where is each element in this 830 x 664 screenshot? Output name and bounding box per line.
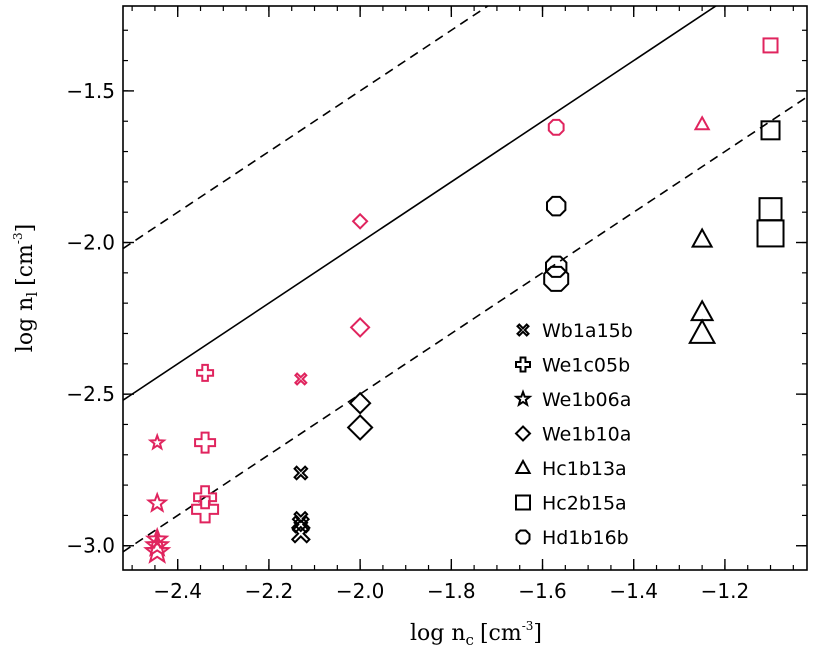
y-axis-title-subscript: l bbox=[23, 292, 41, 297]
x-axis-title-unit-exponent: -3 bbox=[522, 619, 534, 633]
legend-marker-cross bbox=[516, 323, 530, 337]
circle-point-Hd1b16b-1 bbox=[546, 195, 567, 217]
legend-marker-triangle bbox=[514, 458, 532, 475]
legend-label-We1c05b: We1c05b bbox=[542, 355, 630, 377]
legend-label-Wb1a15b: Wb1a15b bbox=[542, 320, 633, 342]
data-points bbox=[143, 37, 785, 564]
y-tick-label: −2.5 bbox=[66, 382, 115, 406]
x-axis-title-unit-close: ] bbox=[533, 621, 542, 646]
series-We1c05b bbox=[191, 363, 220, 524]
star-point-We1b06a-1 bbox=[145, 491, 169, 513]
cross-point-Wb1a15b-1 bbox=[293, 465, 309, 481]
plus-point-We1c05b-1 bbox=[194, 431, 217, 454]
star-point-We1b06a-2 bbox=[144, 526, 170, 551]
legend-marker-diamond bbox=[514, 425, 532, 442]
x-tick-label: −2.0 bbox=[336, 579, 385, 603]
y-axis-title-unit-exponent: -3 bbox=[11, 232, 25, 244]
circle-point-Hd1b16b-2 bbox=[545, 255, 568, 278]
series-Hc1b13a bbox=[688, 115, 717, 344]
solid-reference-line-0 bbox=[123, 6, 718, 401]
diamond-point-We1b10a-0 bbox=[351, 212, 369, 230]
x-axis-title-subscript: c bbox=[466, 631, 474, 649]
plus-point-We1c05b-0 bbox=[196, 363, 215, 382]
x-axis-title-label: log n bbox=[410, 621, 466, 646]
plus-point-We1c05b-2 bbox=[193, 485, 218, 510]
cross-point-Wb1a15b-2 bbox=[293, 510, 309, 527]
legend-marker-square bbox=[515, 494, 531, 511]
dashed-reference-line-2 bbox=[123, 96, 807, 553]
series-Wb1a15b bbox=[290, 372, 311, 544]
dashed-reference-line-1 bbox=[123, 6, 490, 250]
legend-marker-circle bbox=[515, 529, 531, 545]
series-Hc2b15a bbox=[756, 37, 785, 248]
x-tick-label: −1.6 bbox=[518, 579, 567, 603]
x-axis-title: log nc [cm-3] bbox=[410, 619, 542, 649]
triangle-point-Hc1b13a-2 bbox=[689, 299, 715, 322]
legend: Wb1a15bWe1c05bWe1b06aWe1b10aHc1b13aHc2b1… bbox=[513, 320, 633, 549]
series-We1b10a bbox=[346, 212, 374, 441]
diamond-point-We1b10a-3 bbox=[346, 414, 374, 441]
circle-point-Hd1b16b-0 bbox=[547, 118, 565, 136]
plus-point-We1c05b-3 bbox=[191, 495, 220, 524]
reference-lines bbox=[123, 6, 807, 553]
y-tick-label: −1.5 bbox=[66, 79, 115, 103]
series-We1b06a bbox=[143, 432, 172, 564]
axes: −2.4 −2.2 −2.0 −1.8 −1.6 −1.4 −1.2 −3.0 −2.5 −2.0… bbox=[66, 5, 808, 603]
square-point-Hc2b15a-2 bbox=[758, 197, 783, 222]
legend-label-Hc1b13a: Hc1b13a bbox=[542, 458, 627, 480]
x-tick-label: −1.4 bbox=[609, 579, 658, 603]
x-axis-title-unit: [cm bbox=[480, 621, 522, 646]
cross-point-Wb1a15b-4 bbox=[290, 523, 311, 544]
y-axis-title-unit: [cm bbox=[13, 244, 38, 286]
series-Hd1b16b bbox=[543, 118, 570, 292]
star-point-We1b06a-3 bbox=[143, 531, 171, 557]
x-tick-label: −2.4 bbox=[153, 579, 202, 603]
triangle-point-Hc1b13a-1 bbox=[690, 227, 714, 248]
y-axis-title: log nl [cm-3] bbox=[11, 224, 41, 352]
legend-marker-star bbox=[513, 389, 533, 408]
diamond-point-We1b10a-1 bbox=[349, 317, 371, 338]
square-point-Hc2b15a-1 bbox=[760, 120, 781, 141]
legend-label-We1b10a: We1b10a bbox=[542, 424, 631, 446]
triangle-point-Hc1b13a-0 bbox=[693, 115, 711, 131]
legend-label-We1b06a: We1b06a bbox=[542, 389, 631, 411]
square-point-Hc2b15a-0 bbox=[762, 37, 779, 54]
square-point-Hc2b15a-3 bbox=[756, 219, 785, 248]
legend-label-Hd1b16b: Hd1b16b bbox=[542, 527, 629, 549]
y-axis-title-unit-close: ] bbox=[13, 224, 38, 233]
cross-point-Wb1a15b-0 bbox=[293, 372, 308, 386]
y-tick-label: −2.0 bbox=[66, 231, 115, 255]
y-tick-label: −3.0 bbox=[66, 534, 115, 558]
cross-point-Wb1a15b-3 bbox=[291, 515, 311, 534]
plot-frame bbox=[122, 5, 808, 571]
y-axis-title-label: log n bbox=[13, 297, 38, 353]
legend-label-Hc2b15a: Hc2b15a bbox=[542, 493, 627, 515]
x-tick-label: −2.2 bbox=[245, 579, 294, 603]
diamond-point-We1b10a-2 bbox=[348, 391, 372, 415]
star-point-We1b06a-4 bbox=[143, 536, 172, 564]
x-tick-label: −1.8 bbox=[427, 579, 476, 603]
x-tick-label: −1.2 bbox=[701, 579, 750, 603]
star-point-We1b06a-0 bbox=[147, 432, 167, 451]
triangle-point-Hc1b13a-3 bbox=[688, 318, 717, 344]
circle-point-Hd1b16b-3 bbox=[543, 265, 570, 292]
legend-marker-plus bbox=[515, 356, 531, 373]
